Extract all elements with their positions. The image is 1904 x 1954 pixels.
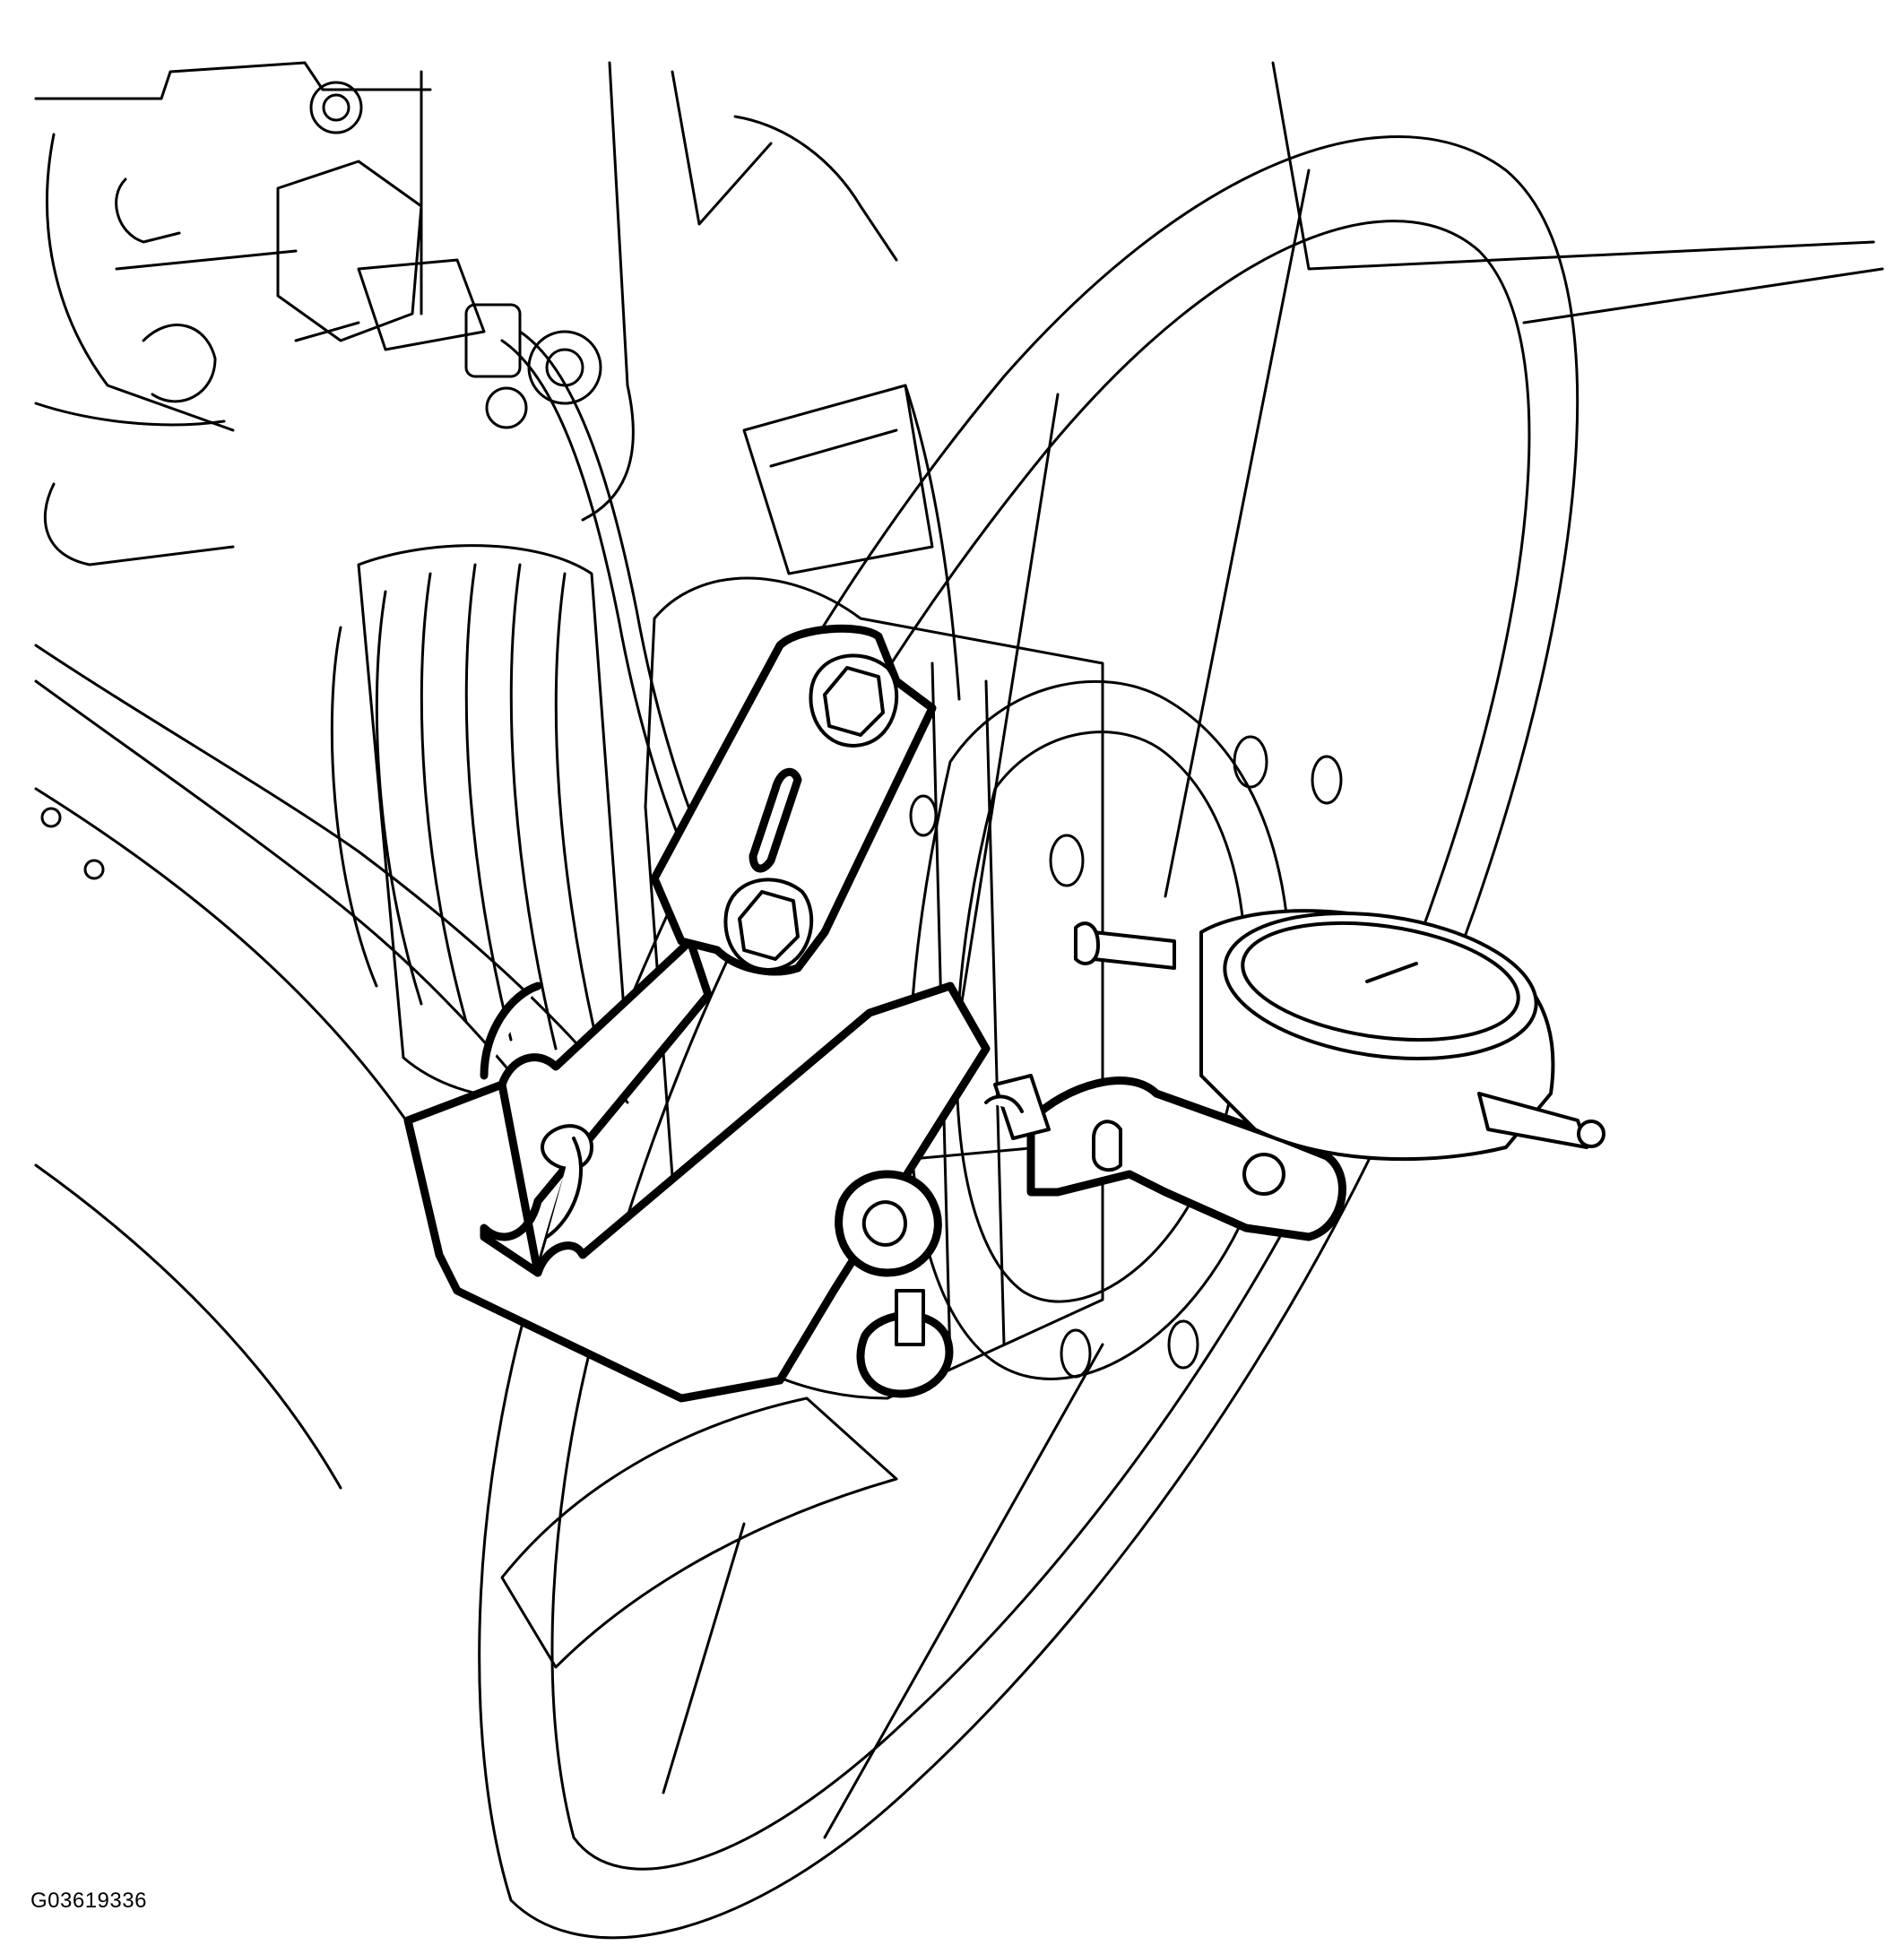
clamp-knob [835, 1170, 954, 1398]
dust-shield [500, 384, 934, 1669]
mounting-bracket [403, 937, 991, 1403]
figure-code: G03619336 [30, 1889, 147, 1913]
dial-indicator [1074, 909, 1605, 1162]
sensor-wire [500, 330, 719, 889]
suspension-knuckle [34, 61, 1884, 1490]
dial-indicator-holder [984, 1074, 1346, 1241]
cv-axle-boot [330, 544, 629, 1100]
arm-bolts [723, 653, 899, 972]
tie-rod-end [294, 258, 602, 429]
